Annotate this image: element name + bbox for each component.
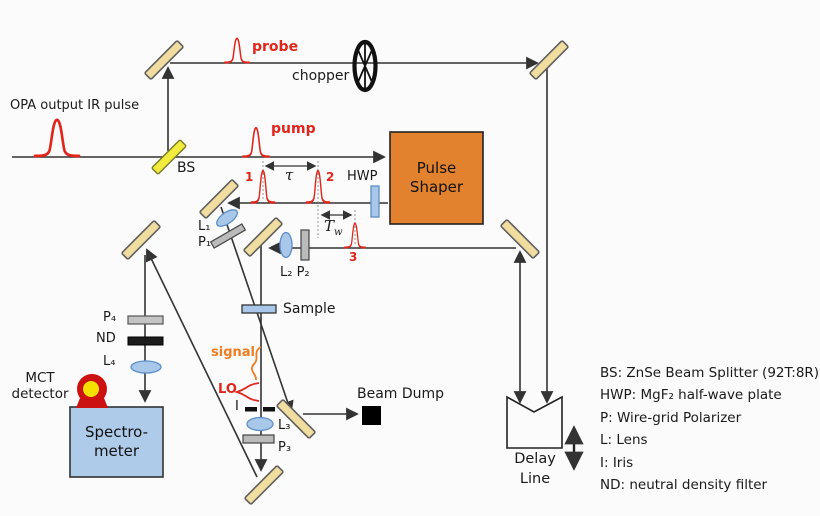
mct-label-line2: detector — [11, 385, 69, 402]
delay-line-line2: Line — [519, 470, 551, 487]
delay-line-stage — [506, 395, 563, 449]
polarizer-p4 — [127, 315, 164, 325]
nd-filter-label: ND — [96, 331, 116, 346]
iris — [245, 407, 275, 412]
tw-label: Tw — [324, 217, 343, 239]
pulse-shaper-label: Pulse Shaper — [390, 132, 483, 224]
lens-l2 — [279, 231, 293, 259]
legend: BS: ZnSe Beam Splitter (92T:8R) HWP: MgF… — [600, 362, 819, 496]
polarizer-p1 — [209, 223, 247, 249]
nd-filter — [127, 336, 164, 346]
legend-item-lens: L: Lens — [600, 432, 648, 449]
lens-l4 — [130, 360, 162, 374]
polarizer-p1-label: P₁ — [198, 235, 212, 250]
mirror-top-left — [143, 39, 185, 81]
chopper-label: chopper — [292, 68, 350, 84]
lens-l4-label: L₄ — [103, 354, 116, 369]
lens-l3-label: L₃ — [278, 418, 291, 433]
opa-pulse — [33, 118, 81, 158]
polarizer-p3-label: P₃ — [278, 440, 292, 455]
dotted-guides — [262, 161, 356, 246]
tw-sub: w — [334, 227, 343, 238]
probe-label: probe — [252, 39, 299, 55]
delay-line-line1: Delay — [514, 451, 556, 467]
mct-detector-window — [83, 381, 99, 397]
lens-l1-label: L₁ — [198, 219, 211, 234]
legend-item-nd: ND: neutral density filter — [600, 477, 768, 494]
chopper-wheel — [352, 39, 378, 93]
spectrometer-box — [69, 406, 164, 478]
beam-dump-block — [362, 406, 381, 425]
pump-label: pump — [271, 121, 316, 137]
half-wave-plate — [370, 185, 380, 218]
beamsplitter — [151, 139, 187, 175]
tau-label: τ — [285, 166, 294, 184]
delay-line-label: Delay Line — [503, 450, 567, 489]
pulse-shaper-line2: Shaper — [409, 178, 464, 196]
polarizer-p2 — [300, 229, 310, 261]
lens-l3 — [246, 416, 274, 432]
iris-label: I — [235, 399, 239, 414]
polarizer-p3 — [242, 434, 275, 444]
polarizer-p4-label: P₄ — [103, 310, 117, 325]
pump-pulse — [241, 126, 271, 158]
beam-diagonal-up-left — [145, 248, 258, 478]
beam-dump-label: Beam Dump — [357, 386, 445, 402]
mirror-bottom — [243, 464, 285, 506]
legend-item-iris: I: Iris — [600, 454, 634, 471]
iris-blade-right — [263, 407, 275, 412]
dimension-arrows — [264, 161, 353, 220]
mirror-probe-fold — [242, 216, 284, 258]
legend-item-hwp: HWP: MgF₂ half-wave plate — [600, 387, 782, 404]
pulse2-label: 2 — [326, 170, 335, 184]
sample-label: Sample — [283, 301, 336, 317]
tw-base: T — [324, 217, 335, 235]
legend-item-polarizer: P: Wire-grid Polarizer — [600, 409, 742, 426]
pulse-shaper-line1: Pulse — [416, 159, 457, 178]
hwp-label: HWP — [347, 169, 378, 184]
lo-label: LO — [218, 382, 237, 397]
pulse1-label: 1 — [245, 170, 254, 184]
mirror-left — [120, 219, 162, 261]
signal-squiggle — [251, 346, 262, 381]
spectrometer-line2: meter — [93, 442, 140, 460]
mct-label-line1: MCT — [25, 370, 55, 386]
lo-squiggle — [234, 382, 260, 402]
iris-blade-left — [245, 407, 257, 412]
spectrometer-line1: Spectro- — [84, 423, 149, 442]
spectrometer-label: Spectro- meter — [70, 407, 163, 477]
l2-p2-label: L₂ P₂ — [280, 265, 310, 280]
lens-l1 — [216, 209, 238, 227]
signal-label: signal — [211, 345, 255, 360]
mct-detector — [76, 374, 108, 408]
pulse-shaper-box — [389, 131, 484, 225]
beamsplitter-label: BS — [177, 160, 196, 176]
pulse3-label: 3 — [349, 250, 358, 264]
sample-cell — [241, 304, 277, 314]
probe-pulse — [223, 37, 251, 64]
legend-item-bs: BS: ZnSe Beam Splitter (92T:8R) — [600, 365, 820, 381]
mct-detector-label: MCT detector — [8, 370, 72, 402]
opa-output-label: OPA output IR pulse — [10, 98, 140, 113]
mirror-top-right — [528, 39, 570, 81]
